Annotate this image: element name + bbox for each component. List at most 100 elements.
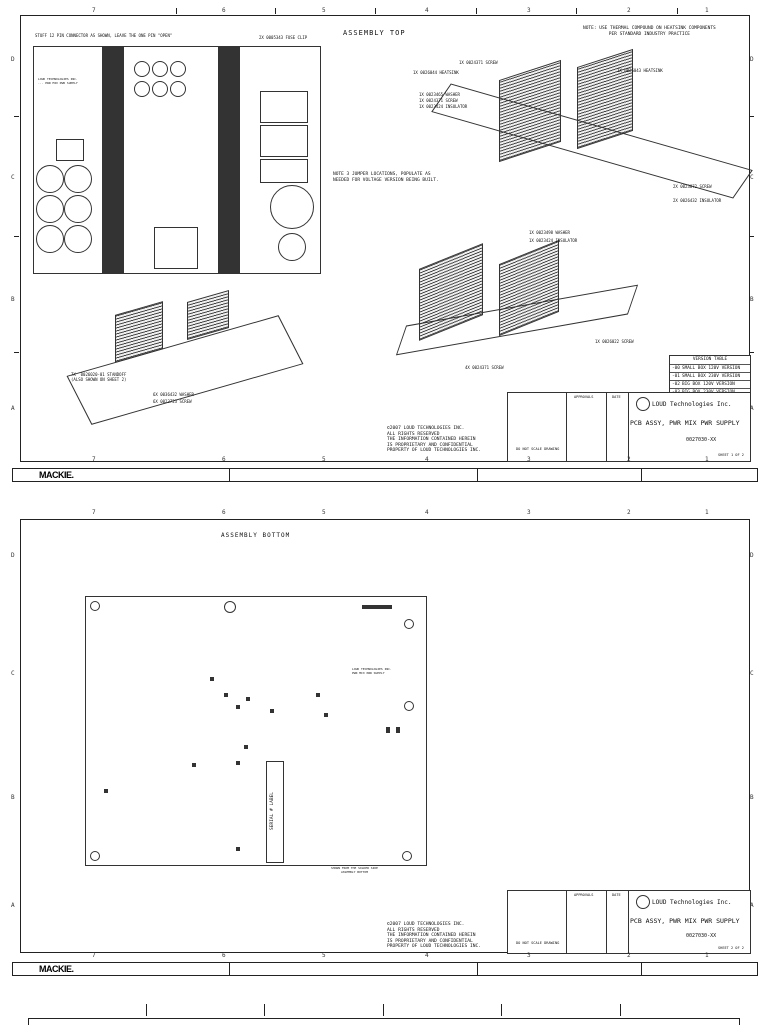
callout-screw: 1X 0024371 SCREW xyxy=(459,60,498,65)
date-label: DATE xyxy=(612,395,621,399)
zone-row-b-right: B xyxy=(750,296,754,303)
approvals-label: APPROVALS xyxy=(574,893,594,897)
view-title: ASSEMBLY TOP xyxy=(343,29,406,37)
zone-col-3: 3 xyxy=(527,509,531,516)
title-block: APPROVALS DATE DO NOT SCALE DRAWING LOUD… xyxy=(507,392,751,462)
drawing-sheet-1: 7 6 5 4 3 2 1 D C B A D C B A ASSEMBLY T… xyxy=(0,0,768,488)
callout-screw-3: 2X 0023872 SCREW xyxy=(673,184,712,189)
mackie-logo: MACKIE. xyxy=(39,470,74,480)
zone-col-5: 5 xyxy=(322,509,326,516)
zone-col-4-bottom: 4 xyxy=(425,456,429,463)
zone-row-b-right: B xyxy=(750,794,754,801)
zone-row-d: D xyxy=(11,56,15,63)
callout-screw-5: 4X 0024371 SCREW xyxy=(465,365,504,370)
drawing-sheet-3-edge xyxy=(28,1018,740,1025)
zone-col-4-bottom: 4 xyxy=(425,952,429,959)
callout-heatsink-1: 1X 0026044 HEATSINK xyxy=(413,70,459,75)
zone-col-7-bottom: 7 xyxy=(92,952,96,959)
copyright-block: ©2007 LOUD TECHNOLOGIES INC. ALL RIGHTS … xyxy=(387,922,482,950)
company-name: LOUD Technologies Inc. xyxy=(652,401,732,408)
callout-screw-2: 1X 0024371 SCREW xyxy=(419,98,458,103)
zone-col-7: 7 xyxy=(92,509,96,516)
zone-row-c-right: C xyxy=(750,670,754,677)
version-table-title: VERSION TABLE xyxy=(692,357,728,362)
sheet-number: SHEET 1 OF 2 xyxy=(718,453,744,457)
zone-col-1: 1 xyxy=(705,7,709,14)
zone-row-d-right: D xyxy=(750,56,754,63)
zone-row-d-right: D xyxy=(750,552,754,559)
callout-washer: 1X 0023465 WASHER xyxy=(419,92,460,97)
zone-col-2-bottom: 2 xyxy=(627,952,631,959)
zone-col-5: 5 xyxy=(322,7,326,14)
view-title: ASSEMBLY BOTTOM xyxy=(221,532,291,539)
copyright-block: ©2007 LOUD TECHNOLOGIES INC. ALL RIGHTS … xyxy=(387,426,482,454)
drawing-sheet-2: 7 6 5 4 3 2 1 D C B A D C B A ASSEMBLY B… xyxy=(0,506,768,978)
board-silk-text: LOUD TECHNOLOGIES INC. PWR MIX PWR SUPPL… xyxy=(352,667,392,675)
callout-heatsink-2: 1X 0026043 HEATSINK xyxy=(617,68,663,73)
document-title: PCB ASSY, PWR MIX PWR SUPPLY xyxy=(630,917,740,925)
callout-screw-6: 6X 0023723 SCREW xyxy=(153,399,192,404)
company-name: LOUD Technologies Inc. xyxy=(652,899,732,906)
zone-col-2: 2 xyxy=(627,509,631,516)
zone-row-a: A xyxy=(11,405,15,412)
approvals-label: APPROVALS xyxy=(574,395,594,399)
company-logo-icon xyxy=(636,397,650,411)
zone-row-a: A xyxy=(11,902,15,909)
thermal-note: NOTE: USE THERMAL COMPOUND ON HEATSINK C… xyxy=(583,26,716,37)
part-number: 0027030-XX xyxy=(686,933,717,939)
heatsink-right xyxy=(218,47,240,273)
do-not-scale: DO NOT SCALE DRAWING xyxy=(516,447,560,451)
zone-col-1-bottom: 1 xyxy=(705,952,709,959)
drawing-border-strip: MACKIE. xyxy=(12,962,758,976)
zone-col-3-bottom: 3 xyxy=(527,456,531,463)
heatsink-left xyxy=(102,47,124,273)
sheet-number: SHEET 2 OF 2 xyxy=(718,946,744,950)
zone-row-b: B xyxy=(11,794,15,801)
zone-row-c-right: C xyxy=(750,174,754,181)
callout-screw-4: 1X 0026022 SCREW xyxy=(595,339,634,344)
pcb-bottom-view: SERIAL # LABEL LOUD TECHNOLOGIES INC. PW… xyxy=(85,596,427,866)
zone-col-6-bottom: 6 xyxy=(222,952,226,959)
zone-col-4: 4 xyxy=(425,509,429,516)
callout-washer-3: 6X 0036432 WASHER xyxy=(153,392,194,397)
callout-standoff: 7X 0026020-01 STANDOFF (ALSO SHOWN ON SH… xyxy=(71,372,127,382)
callout-insulator-2: 2X 0026432 INSULATOR xyxy=(673,198,722,203)
drawing-border-strip: MACKIE. xyxy=(12,468,758,482)
document-title: PCB ASSY, PWR MIX PWR SUPPLY xyxy=(630,419,740,427)
pcb-iso-3 xyxy=(66,315,304,425)
zone-col-6: 6 xyxy=(222,7,226,14)
jumper-note: NOTE 3 JUMPER LOCATIONS, POPULATE AS NEE… xyxy=(333,172,439,183)
zone-col-6: 6 xyxy=(222,509,226,516)
zone-row-a-right: A xyxy=(750,405,754,412)
zone-col-6-bottom: 6 xyxy=(222,456,226,463)
mackie-logo: MACKIE. xyxy=(39,964,74,974)
zone-col-3: 3 xyxy=(527,7,531,14)
fuse-clip-callout: 2X 0005343 FUSE CLIP xyxy=(259,35,308,40)
zone-row-c: C xyxy=(11,174,15,181)
callout-washer-2: 1X 0023498 WASHER xyxy=(529,230,570,235)
zone-row-d: D xyxy=(11,552,15,559)
callout-insulator: 1X 0023424 INSULATOR xyxy=(419,104,468,109)
part-number: 0027030-XX xyxy=(686,437,717,443)
serial-label-text: SERIAL # LABEL xyxy=(270,792,275,830)
title-block: APPROVALS DATE DO NOT SCALE DRAWING LOUD… xyxy=(507,890,751,954)
zone-row-b: B xyxy=(11,296,15,303)
zone-col-1-bottom: 1 xyxy=(705,456,709,463)
company-logo-icon xyxy=(636,895,650,909)
zone-col-7: 7 xyxy=(92,7,96,14)
date-label: DATE xyxy=(612,893,621,897)
connector-note: STUFF 12 PIN CONNECTOR AS SHOWN, LEAVE T… xyxy=(35,33,173,38)
zone-col-2-bottom: 2 xyxy=(627,456,631,463)
board-silk-text: LOUD TECHNOLOGIES INC. ... PWR MIX PWR S… xyxy=(38,77,78,85)
zone-col-5-bottom: 5 xyxy=(322,456,326,463)
zone-col-7-bottom: 7 xyxy=(92,456,96,463)
zone-col-1: 1 xyxy=(705,509,709,516)
zone-col-4: 4 xyxy=(425,7,429,14)
callout-insulator-3: 1X 0023424 INSULATOR xyxy=(529,238,578,243)
drawing-frame: ASSEMBLY BOTTOM SERIAL # LABEL xyxy=(20,519,751,954)
zone-row-a-right: A xyxy=(750,902,754,909)
pcb-top-view: LOUD TECHNOLOGIES INC. ... PWR MIX PWR S… xyxy=(33,46,321,274)
